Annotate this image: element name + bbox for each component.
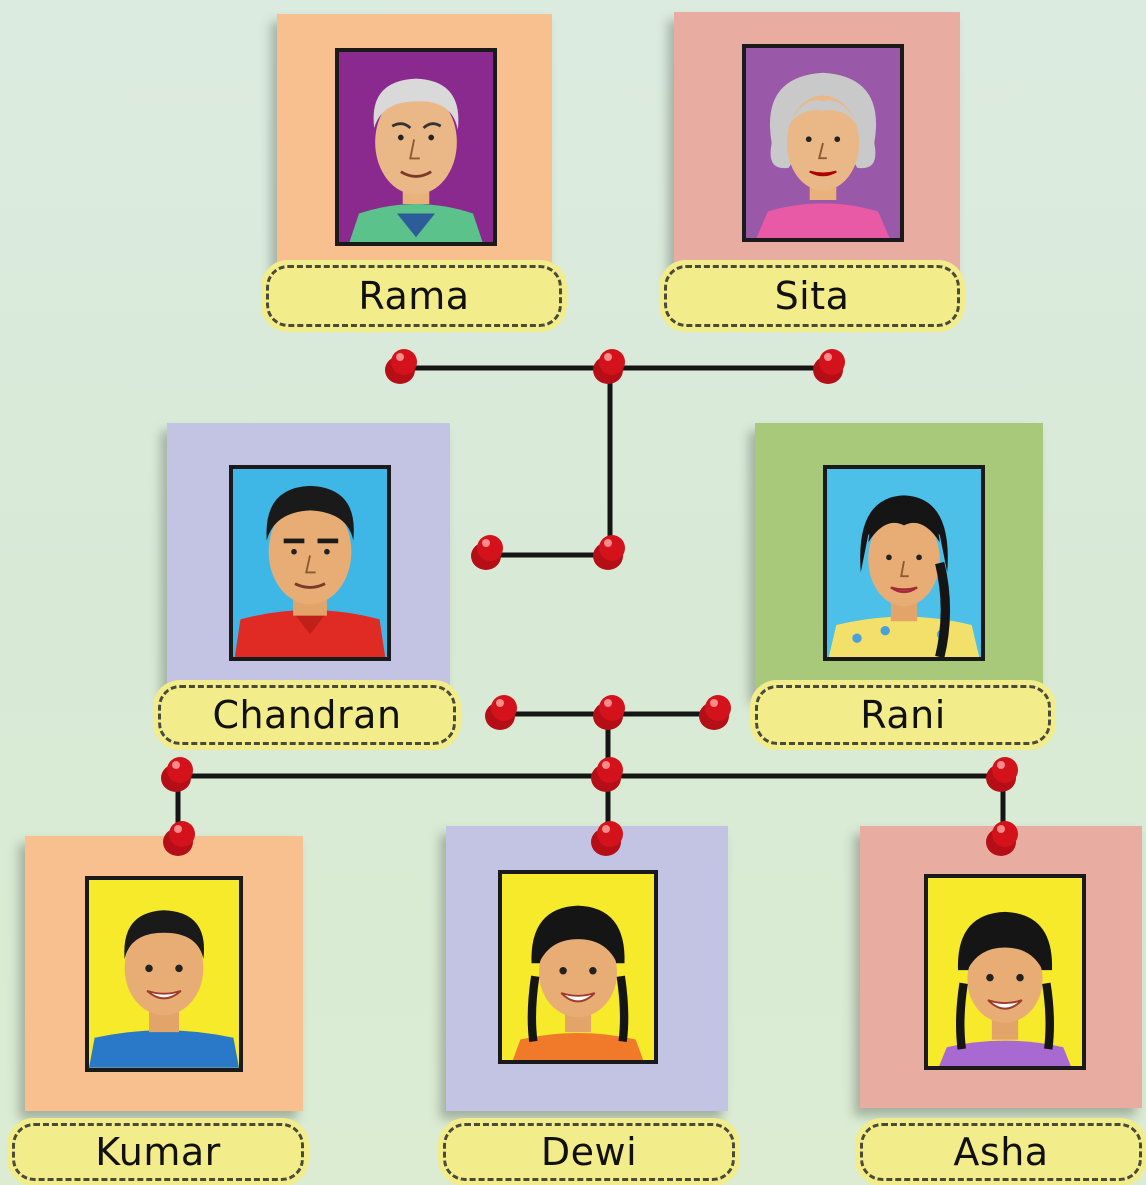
mother-face-icon bbox=[828, 469, 980, 657]
member-name: Chandran bbox=[212, 693, 402, 737]
portrait-chandran bbox=[229, 465, 391, 661]
member-card-chandran bbox=[167, 423, 450, 695]
pushpin-icon bbox=[813, 349, 845, 384]
member-card-asha bbox=[860, 826, 1142, 1108]
member-name: Rama bbox=[358, 274, 470, 318]
pushpin-icon bbox=[385, 349, 417, 384]
pushpin-icon bbox=[593, 695, 625, 730]
name-label-rama: Rama bbox=[261, 260, 567, 332]
name-label-asha: Asha bbox=[855, 1118, 1146, 1185]
member-card-sita bbox=[674, 12, 960, 294]
pushpin-icon bbox=[986, 757, 1018, 792]
portrait-dewi bbox=[498, 870, 658, 1064]
pushpin-icon bbox=[485, 695, 517, 730]
pushpin-icon bbox=[986, 821, 1018, 856]
pushpin-icon bbox=[471, 535, 503, 570]
member-name: Dewi bbox=[540, 1130, 638, 1174]
portrait-rama bbox=[335, 48, 497, 246]
name-label-kumar: Kumar bbox=[7, 1118, 309, 1185]
name-label-chandran: Chandran bbox=[153, 680, 461, 750]
member-card-kumar bbox=[25, 836, 303, 1111]
name-label-dewi: Dewi bbox=[438, 1118, 740, 1185]
pushpin-icon bbox=[161, 757, 193, 792]
member-name: Asha bbox=[953, 1130, 1049, 1174]
portrait-sita bbox=[742, 44, 904, 242]
daughter-face-icon bbox=[503, 874, 653, 1060]
name-label-sita: Sita bbox=[659, 260, 965, 332]
pushpin-icon bbox=[593, 535, 625, 570]
member-name: Kumar bbox=[95, 1130, 221, 1174]
portrait-rani bbox=[823, 465, 985, 661]
pushpin-icon bbox=[591, 757, 623, 792]
pushpin-icon bbox=[699, 695, 731, 730]
member-card-rani bbox=[755, 423, 1043, 695]
member-card-rama bbox=[277, 14, 552, 296]
name-label-rani: Rani bbox=[750, 680, 1056, 750]
grandmother-face-icon bbox=[747, 48, 899, 238]
member-name: Sita bbox=[774, 274, 850, 318]
daughter-face-icon bbox=[929, 878, 1081, 1066]
member-card-dewi bbox=[446, 826, 728, 1111]
pushpin-icon bbox=[591, 821, 623, 856]
son-face-icon bbox=[89, 880, 239, 1068]
father-face-icon bbox=[234, 469, 386, 657]
pushpin-icon bbox=[593, 349, 625, 384]
grandfather-face-icon bbox=[340, 52, 492, 242]
portrait-kumar bbox=[85, 876, 243, 1072]
portrait-asha bbox=[924, 874, 1086, 1070]
pushpin-icon bbox=[163, 821, 195, 856]
member-name: Rani bbox=[860, 693, 946, 737]
